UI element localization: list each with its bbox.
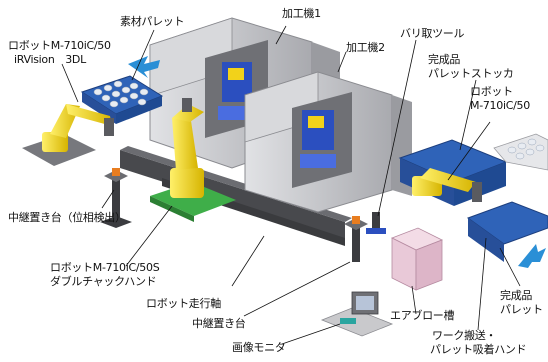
relay-stand-phase-detect	[100, 168, 132, 228]
label-machine-2: 加工機2	[346, 41, 385, 54]
label-machine-1: 加工機1	[282, 7, 321, 20]
label-material-pallet: 素材パレット	[120, 15, 185, 28]
label-robot-right-1: ロボット	[470, 85, 513, 98]
label-robot-right-2: M-710iC/50	[470, 99, 530, 112]
label-robot-center-1: ロボットM-710iC/50S	[50, 261, 160, 274]
deburr-tool	[366, 212, 386, 234]
relay-stand-center	[344, 216, 368, 262]
label-robot-top-left-1: ロボットM-710iC/50	[8, 39, 111, 52]
label-relay-stand: 中継置き台	[192, 317, 246, 330]
flow-arrow-in-icon	[128, 56, 160, 78]
label-air-blow: エアブロー槽	[390, 309, 455, 322]
leader-lines	[61, 25, 521, 345]
image-monitor	[320, 291, 394, 337]
label-finished-pallet-1: 完成品	[500, 289, 533, 302]
label-finished-stocker-2: パレットストッカ	[428, 67, 514, 80]
label-robot-top-left-2: iRVision 3DL	[14, 53, 86, 66]
label-work-hand-1: ワーク搬送・	[432, 329, 497, 342]
label-work-hand-2: パレット吸着ハンド	[430, 343, 527, 356]
air-blow-tank	[391, 227, 443, 291]
label-finished-stocker-1: 完成品	[428, 53, 461, 66]
label-robot-travel-axis: ロボット走行軸	[146, 297, 221, 310]
robot-center-double-chuck	[150, 98, 236, 222]
label-finished-pallet-2: パレット	[500, 303, 543, 316]
label-relay-phase: 中継置き台（位相検出）	[8, 211, 126, 224]
flow-arrow-out-icon	[518, 244, 546, 268]
label-robot-center-2: ダブルチャックハンド	[50, 275, 157, 288]
label-deburr-tool: バリ取ツール	[400, 27, 465, 40]
label-image-monitor: 画像モニタ	[232, 341, 286, 354]
machining-center-2	[244, 71, 412, 213]
robot-left-vision	[22, 104, 114, 166]
